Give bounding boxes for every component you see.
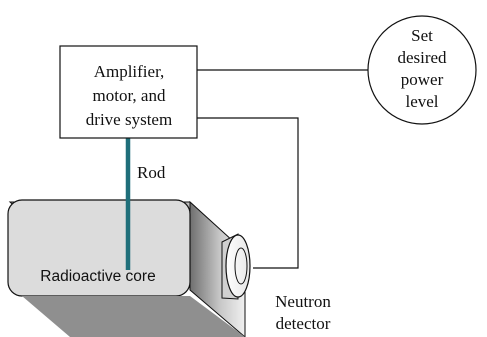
- neutron-detector: [221, 233, 251, 300]
- setpoint-label-line2: desired: [397, 48, 447, 67]
- detector-lens: [234, 247, 248, 285]
- core-bottom-face: [22, 296, 245, 337]
- detector-front: [225, 234, 251, 298]
- controller-label-line3: drive system: [86, 110, 172, 129]
- setpoint-label-line3: power: [401, 70, 444, 89]
- rod-label: Rod: [137, 163, 166, 182]
- detector-label-line2: detector: [276, 314, 331, 333]
- radioactive-core: [7, 199, 246, 337]
- feedback-wire: [197, 117, 299, 269]
- setpoint-label-line4: level: [405, 92, 438, 111]
- detector-label-line1: Neutron: [275, 292, 331, 311]
- setpoint-label-line1: Set: [411, 26, 433, 45]
- controller-box: [59, 45, 198, 139]
- controller-label-line2: motor, and: [93, 86, 166, 105]
- controller-label-line1: Amplifier,: [94, 62, 165, 81]
- core-label: Radioactive core: [40, 268, 155, 285]
